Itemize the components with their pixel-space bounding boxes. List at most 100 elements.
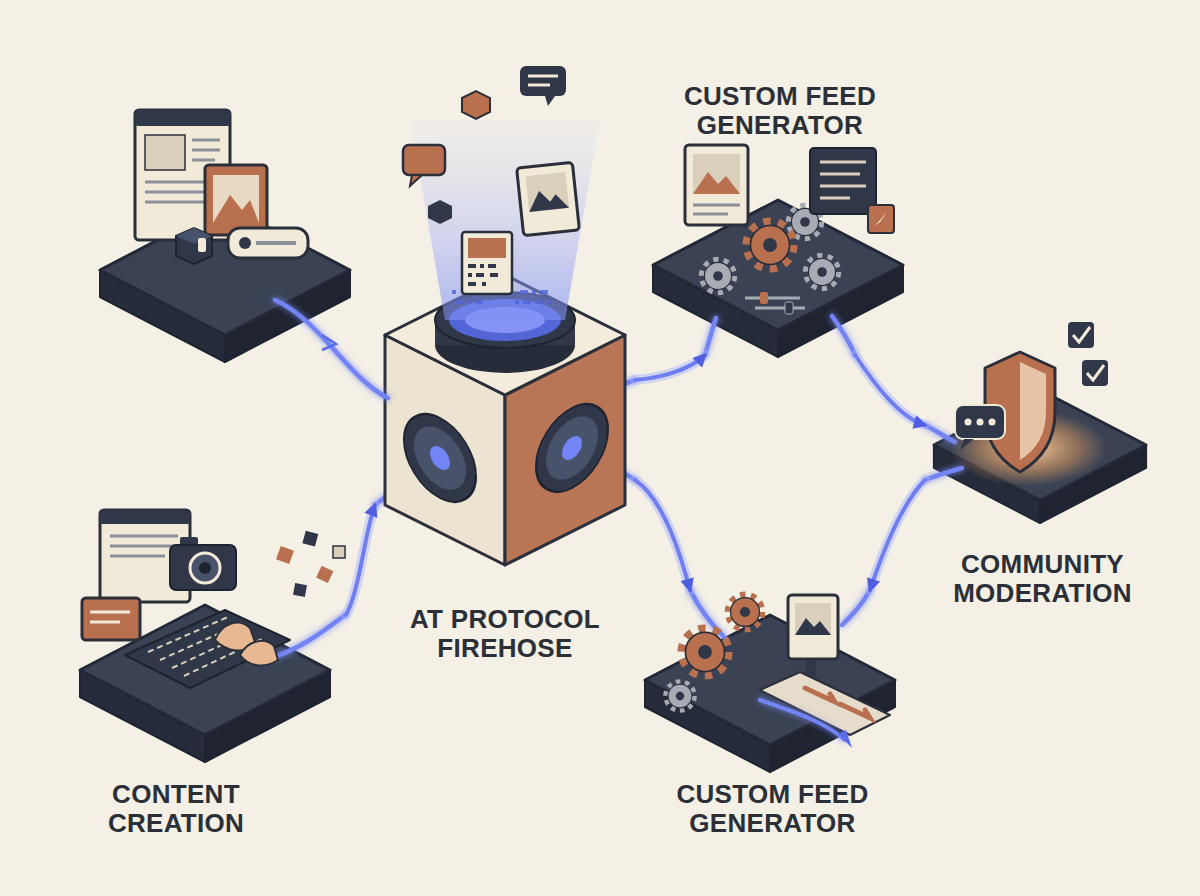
firehose-cube [490, 273, 498, 277]
web-content-icons [198, 238, 206, 252]
data-stream-lines [275, 300, 388, 398]
feed-generator-icons [693, 154, 740, 194]
node-label: CUSTOM FEED GENERATOR [670, 82, 890, 140]
firehose-cube [562, 432, 582, 464]
moderation-icons [965, 419, 972, 426]
creation-icons [82, 510, 345, 688]
feed-generator-icons [666, 682, 694, 710]
creation-icons [90, 612, 130, 622]
web-content-icons [176, 228, 212, 244]
firehose-cube [525, 172, 569, 212]
data-stream-lines [842, 590, 870, 625]
firehose-cube [455, 300, 463, 304]
firehose-cube [523, 300, 531, 304]
creation-icons [199, 562, 211, 574]
creation-icons [316, 566, 333, 583]
firehose-cube [404, 400, 476, 516]
creation-icons [190, 553, 220, 583]
creation-icons [100, 510, 190, 524]
firehose-cube [527, 188, 569, 212]
feed-generator-icons [788, 595, 838, 659]
data-stream-lines [760, 700, 845, 740]
firehose-cube [535, 300, 543, 304]
platform-node: AT PROTOCOL FIREHOSE [375, 240, 635, 665]
flow-connector [346, 505, 375, 615]
firehose-cube [403, 145, 445, 175]
data-stream-lines [925, 468, 962, 480]
firehose-cube [482, 282, 486, 286]
moderation-icons [1073, 327, 1090, 342]
connector-line [635, 355, 705, 380]
firehose-cube [480, 264, 484, 268]
feed-generator-icons [745, 298, 805, 308]
platform-slabs [645, 615, 895, 772]
feed-generator-icons [760, 292, 768, 304]
web-content-icons [213, 195, 259, 223]
flow-chevron [838, 730, 852, 748]
creation-icons [240, 641, 278, 666]
firehose-cube [536, 390, 608, 506]
feed-generator-icons [795, 618, 831, 635]
firehose-cube [452, 290, 456, 294]
node-label: AT PROTOCOL FIREHOSE [395, 605, 615, 663]
creation-icons [333, 546, 345, 558]
feed-generator-icons [806, 256, 838, 288]
web-content-icons [228, 228, 308, 258]
data-stream-lines [265, 316, 962, 660]
firehose-cube [468, 238, 506, 258]
connector-line [855, 355, 925, 425]
moderation-icons [1087, 365, 1104, 380]
feed-generator-icons [693, 205, 740, 214]
web-content-icons [145, 135, 185, 170]
feed-generator-icons [820, 162, 866, 198]
firehose-cube [462, 232, 512, 294]
moderation-icons [1082, 360, 1108, 386]
moderation-icons [977, 419, 984, 426]
flow-connector [635, 355, 705, 380]
node-label: CONTENT CREATION [66, 780, 286, 838]
platform-node: CUSTOM FEED GENERATOR [635, 590, 910, 840]
firehose-cube [488, 264, 496, 268]
feed-generator-icons [868, 205, 894, 233]
feed-generator-icons [795, 603, 831, 635]
creation-icons [170, 545, 236, 590]
creation-icons [302, 531, 318, 547]
firehose-cube [517, 162, 580, 235]
connector-line [635, 480, 690, 590]
firehose-cube [468, 264, 476, 268]
firehose-cube [430, 442, 450, 474]
creation-icons [276, 546, 294, 564]
feed-generator-icons [785, 302, 793, 314]
firehose-cube [410, 175, 422, 186]
firehose-cube [515, 300, 519, 304]
feed-generator-icons [747, 222, 793, 268]
creation-icons [125, 610, 290, 688]
flow-connector [635, 480, 690, 590]
firehose-cube [547, 300, 551, 304]
connector-glow [635, 480, 690, 590]
firehose-cube [546, 406, 598, 490]
firehose-cube [385, 66, 625, 565]
data-stream-lines [832, 316, 855, 355]
creation-icons [82, 598, 140, 640]
feed-generator-icons [805, 688, 870, 718]
web-content-icons [256, 241, 296, 245]
firehose-cube [536, 390, 608, 506]
data-stream-lines [705, 318, 716, 355]
feed-generator-icons [685, 145, 748, 225]
moderation-icons [1020, 362, 1046, 460]
feed-generator-icons [702, 260, 734, 292]
web-content-icons [205, 165, 267, 235]
platform-node: CUSTOM FEED GENERATOR [650, 80, 910, 355]
firehose-cube [462, 91, 490, 119]
node-label: COMMUNITY MODERATION [933, 550, 1153, 608]
web-content-icons [135, 110, 308, 264]
moderation-icons [989, 419, 996, 426]
connector-glow [870, 480, 925, 590]
creation-icons [110, 536, 178, 556]
web-content-icons [213, 175, 259, 223]
feed-generator-icons [693, 172, 740, 194]
moderation-icons [960, 439, 974, 450]
